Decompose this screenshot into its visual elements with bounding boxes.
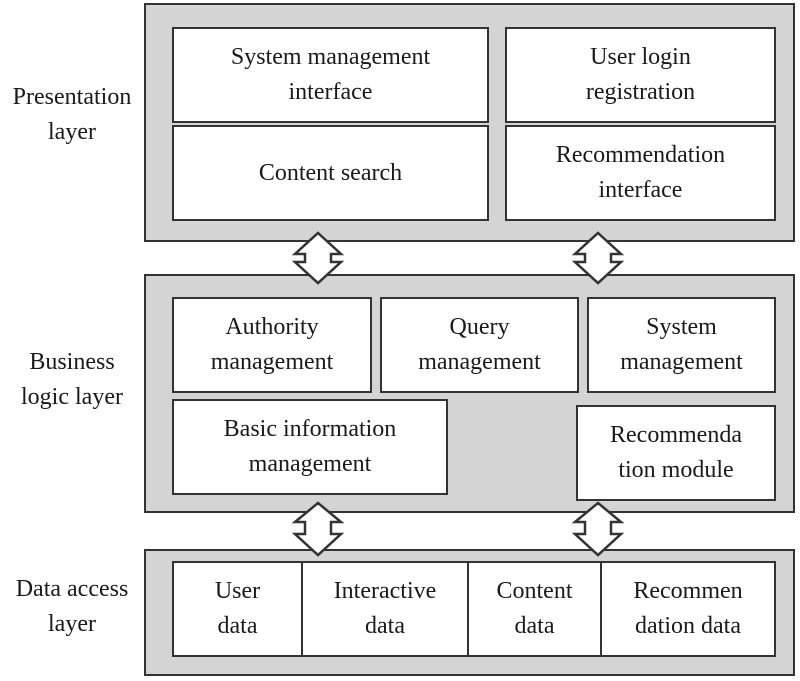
business-logic-layer-label: Business logic layer bbox=[21, 349, 123, 410]
query-management-box: Query management bbox=[380, 297, 579, 393]
user-login-registration-box: User login registration bbox=[505, 27, 776, 123]
content-search-box: Content search bbox=[172, 125, 489, 221]
system-management-box: System management bbox=[587, 297, 776, 393]
content-data-box: Content data bbox=[467, 561, 602, 657]
double-arrow-icon bbox=[571, 501, 625, 557]
double-arrow-icon bbox=[291, 501, 345, 557]
recommendation-interface-box: Recommendation interface bbox=[505, 125, 776, 221]
authority-management-box: Authority management bbox=[172, 297, 372, 393]
data-access-layer-label: Data access layer bbox=[15, 576, 129, 637]
system-management-interface-box: System management interface bbox=[172, 27, 489, 123]
basic-information-management-box: Basic information management bbox=[172, 399, 448, 495]
double-arrow-icon bbox=[571, 231, 625, 285]
presentation-layer-label: Presentation layer bbox=[12, 84, 132, 145]
recommendation-module-box: Recommenda tion module bbox=[576, 405, 776, 501]
recommendation-data-box: Recommen dation data bbox=[600, 561, 776, 657]
double-arrow-icon bbox=[291, 231, 345, 285]
user-data-box: User data bbox=[172, 561, 303, 657]
interactive-data-box: Interactive data bbox=[301, 561, 469, 657]
